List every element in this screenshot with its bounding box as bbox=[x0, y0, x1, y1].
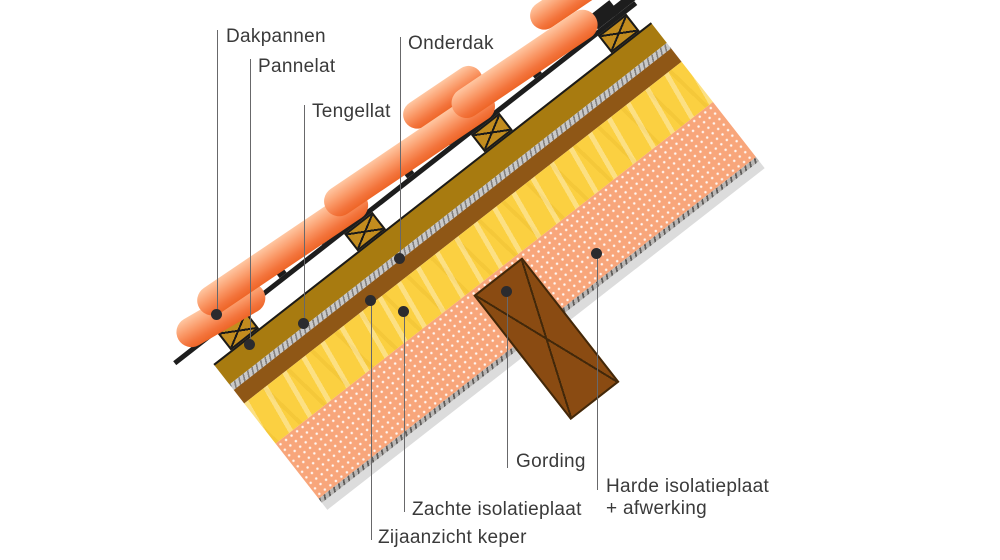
leader-line-zachte-isolatieplaat bbox=[404, 316, 405, 512]
callout-label-pannelat: Pannelat bbox=[258, 56, 336, 77]
callout-label-zachte-isolatieplaat: Zachte isolatieplaat bbox=[412, 499, 582, 520]
callout-label-afwerking: + afwerking bbox=[606, 498, 707, 519]
leader-line-gording bbox=[507, 296, 508, 468]
callout-label-harde-isolatieplaat: Harde isolatieplaat bbox=[606, 476, 770, 497]
callout-label-gording: Gording bbox=[516, 451, 586, 472]
callout-dot-harde-isolatieplaat bbox=[591, 248, 602, 259]
callout-dot-dakpannen bbox=[211, 309, 222, 320]
callout-label-tengellat: Tengellat bbox=[312, 101, 391, 122]
callout-dot-pannelat bbox=[244, 339, 255, 350]
callout-label-dakpannen: Dakpannen bbox=[226, 26, 326, 47]
leader-line-zijaanzicht-keper bbox=[371, 305, 372, 540]
callout-label-zijaanzicht-keper: Zijaanzicht keper bbox=[378, 527, 527, 548]
leader-line-pannelat bbox=[250, 59, 251, 339]
leader-line-harde-isolatieplaat bbox=[597, 258, 598, 490]
callout-dot-onderdak bbox=[394, 253, 405, 264]
callout-label-onderdak: Onderdak bbox=[408, 33, 494, 54]
callout-dot-zachte-isolatieplaat bbox=[398, 306, 409, 317]
leader-line-dakpannen bbox=[217, 30, 218, 311]
callout-dot-zijaanzicht-keper bbox=[365, 295, 376, 306]
callout-dot-tengellat bbox=[298, 318, 309, 329]
leader-line-onderdak bbox=[400, 37, 401, 253]
leader-line-tengellat bbox=[304, 105, 305, 318]
callout-dot-gording bbox=[501, 286, 512, 297]
